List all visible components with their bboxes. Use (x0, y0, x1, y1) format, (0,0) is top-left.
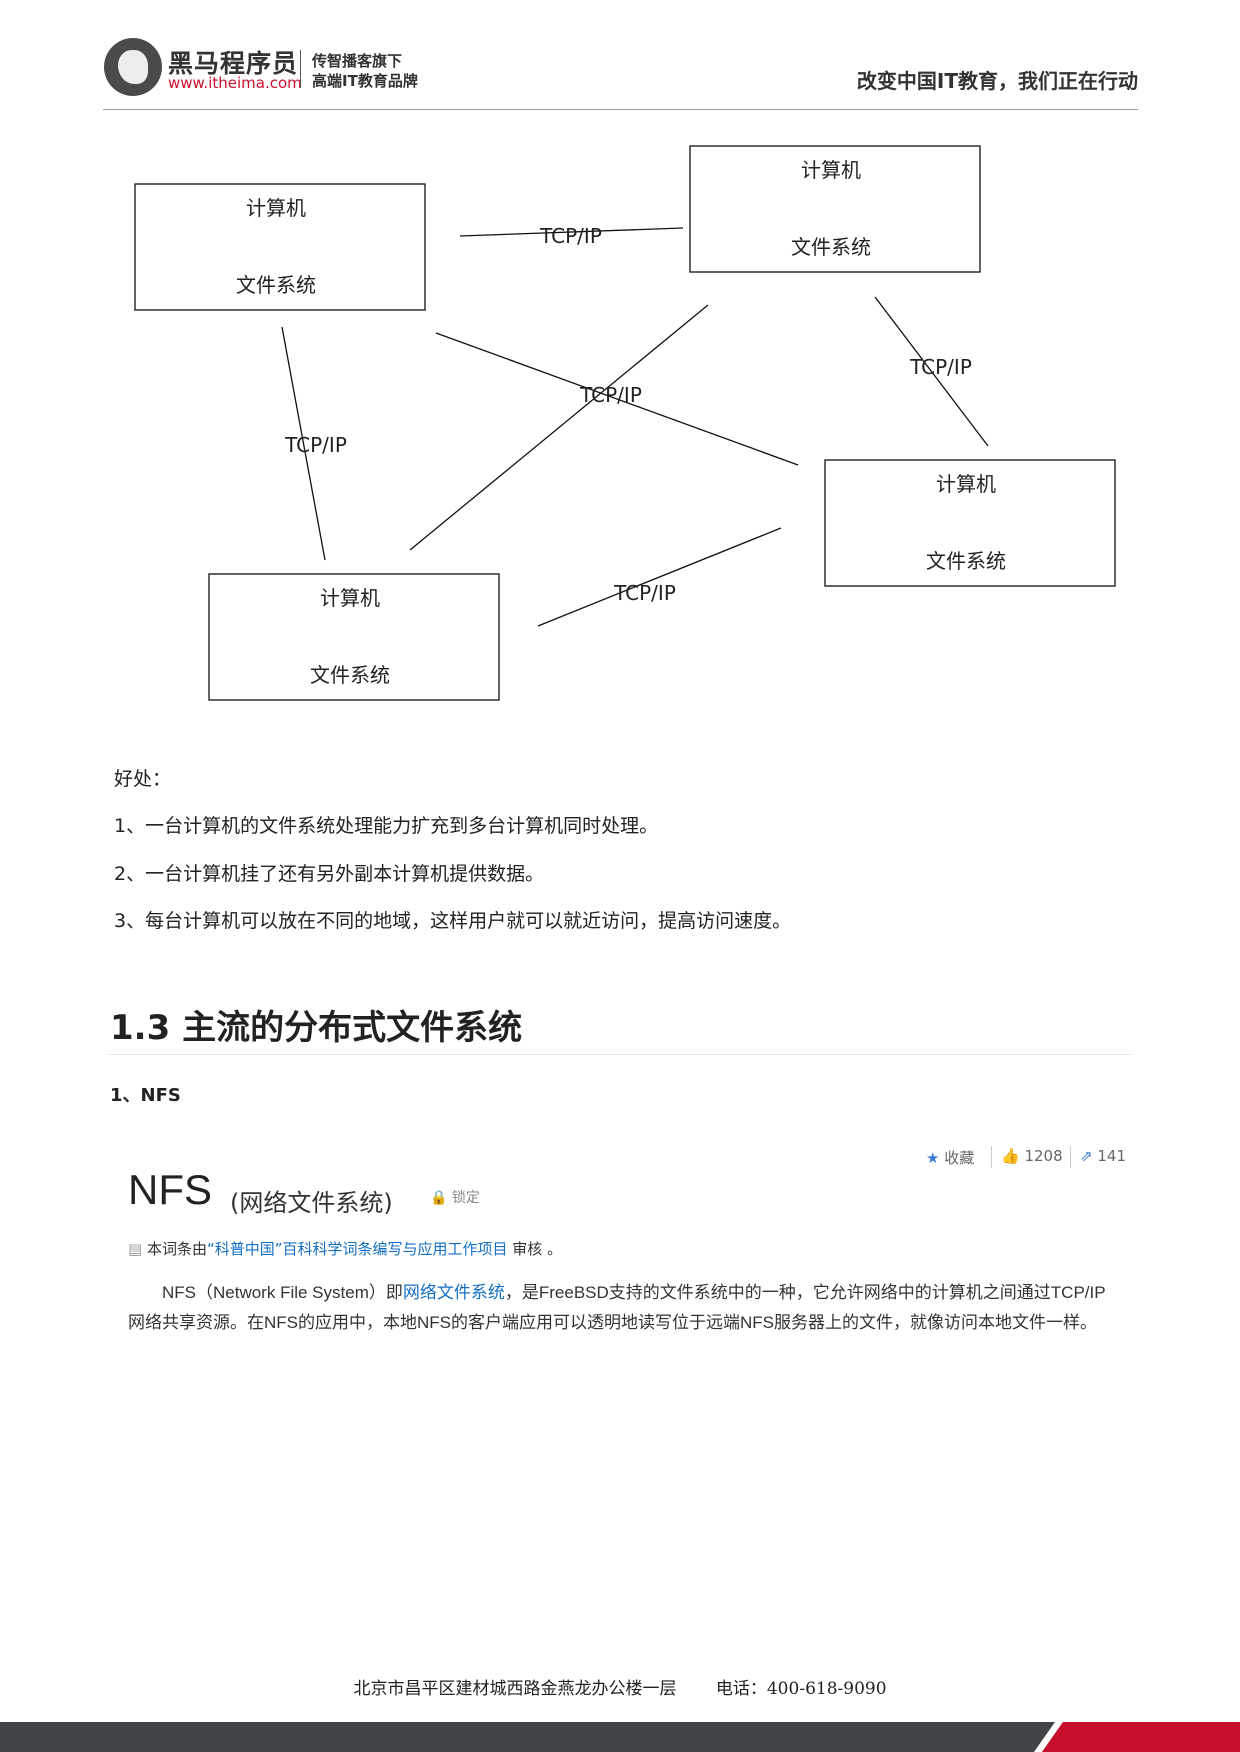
node-box-1 (134, 183, 426, 311)
entry-description-link[interactable]: 网络文件系统 (402, 1283, 505, 1302)
lock-label: 锁定 (451, 1190, 480, 1206)
footer-address: 北京市昌平区建材城西路金燕龙办公楼一层 电话：400-618-9090 (353, 1679, 887, 1699)
entry-description-part-1: NFS（Network File System）即 (162, 1283, 403, 1302)
stat-divider (991, 1146, 992, 1168)
node-box-3 (824, 459, 1116, 587)
entry-title: NFS (128, 1166, 212, 1213)
node-title: 计算机 (801, 158, 861, 182)
review-note-suffix: 审核 。 (507, 1240, 563, 1258)
section-divider (108, 1054, 1132, 1055)
edge-line-2-3 (874, 296, 989, 447)
edge-label: TCP/IP (539, 224, 602, 248)
edge-line-1-2 (459, 227, 684, 237)
like-button[interactable]: 👍 1208 (1001, 1147, 1063, 1165)
collect-label: 收藏 (944, 1149, 975, 1167)
document-icon: ▤ (128, 1240, 143, 1258)
edge-line-1-3 (435, 332, 799, 466)
logo-url[interactable]: www.itheima.com (168, 74, 302, 92)
benefit-item: 1、一台计算机的文件系统处理能力扩充到多台计算机同时处理。 (114, 815, 659, 837)
section-title: 1.3 主流的分布式文件系统 (110, 1008, 523, 1048)
distributed-fs-diagram: 计算机 文件系统 计算机 文件系统 计算机 文件系统 计算机 文件系统 TCP/… (134, 145, 1116, 701)
edge-line-1-4 (281, 326, 326, 561)
benefits-heading: 好处： (114, 768, 172, 790)
node-title: 计算机 (246, 196, 306, 220)
logo-tagline-1: 传智播客旗下 (312, 52, 403, 70)
edge-label: TCP/IP (909, 355, 972, 379)
logo-tagline-2: 高端IT教育品牌 (312, 72, 418, 90)
share-button[interactable]: ⇗ 141 (1080, 1147, 1126, 1165)
logo-divider (300, 50, 301, 88)
footer-accent (1042, 1722, 1240, 1752)
header-divider (103, 109, 1138, 110)
footer-bar (0, 1722, 1240, 1752)
entry-description: NFS（Network File System）即网络文件系统，是FreeBSD… (128, 1278, 1108, 1338)
benefit-item: 3、每台计算机可以放在不同的地域，这样用户就可以就近访问，提高访问速度。 (114, 910, 792, 932)
edge-label: TCP/IP (579, 383, 642, 407)
lock-icon: 🔒 (430, 1190, 448, 1206)
node-subtitle: 文件系统 (926, 549, 1006, 573)
lock-badge: 🔒 锁定 (430, 1187, 480, 1207)
edge-line-4-3 (537, 527, 782, 627)
node-title: 计算机 (320, 586, 380, 610)
review-note-prefix: 本词条由 (146, 1240, 207, 1258)
share-icon: ⇗ (1080, 1147, 1093, 1165)
entry-description-part-2: ，是FreeBSD支持的文件系统中的一种，它允许网络中的计算机之间通过TCP/I… (128, 1283, 1106, 1332)
star-icon: ★ (926, 1149, 940, 1167)
node-title: 计算机 (936, 472, 996, 496)
node-subtitle: 文件系统 (310, 663, 390, 687)
review-note-link[interactable]: “科普中国”百科科学词条编写与应用工作项目 (206, 1240, 508, 1258)
share-count: 141 (1097, 1147, 1126, 1165)
collect-button[interactable]: ★ 收藏 (926, 1147, 974, 1168)
edge-line-2-4 (409, 304, 709, 551)
review-note: ▤ 本词条由“科普中国”百科科学词条编写与应用工作项目 审核 。 (128, 1238, 562, 1259)
node-box-4 (208, 573, 500, 701)
like-count: 1208 (1024, 1147, 1063, 1165)
node-subtitle: 文件系统 (236, 273, 316, 297)
subsection-title: 1、NFS (110, 1085, 181, 1106)
edge-label: TCP/IP (284, 433, 347, 457)
logo-brand: 黑马程序员 (168, 49, 299, 78)
header-slogan: 改变中国IT教育，我们正在行动 (856, 69, 1138, 93)
edge-label: TCP/IP (613, 581, 676, 605)
node-subtitle: 文件系统 (791, 235, 871, 259)
logo-icon (104, 38, 162, 96)
entry-subtitle: (网络文件系统) (230, 1189, 393, 1217)
node-box-2 (689, 145, 981, 273)
benefit-item: 2、一台计算机挂了还有另外副本计算机提供数据。 (114, 863, 545, 885)
stat-divider (1070, 1146, 1071, 1168)
thumbs-up-icon: 👍 (1001, 1147, 1020, 1165)
